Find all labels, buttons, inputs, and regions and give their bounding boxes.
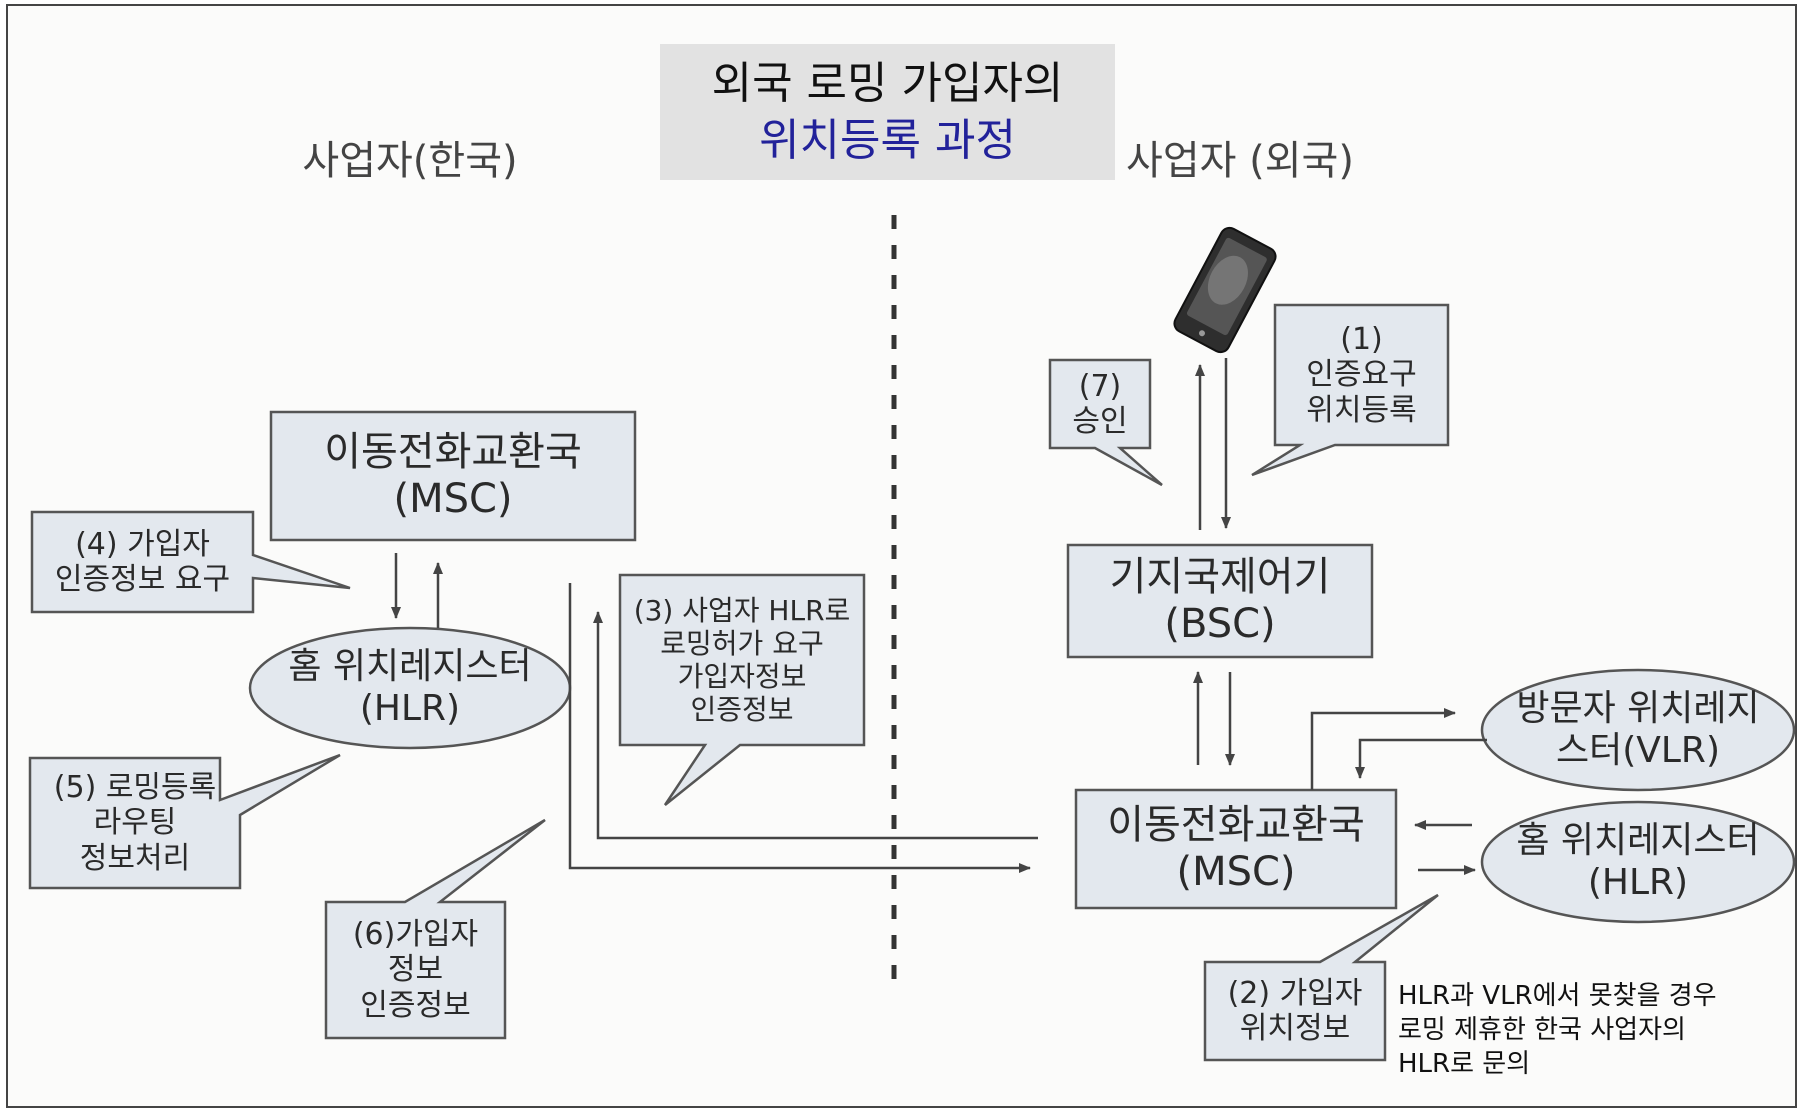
arrow-msc-foreign-to-hlr-korea <box>593 611 1038 840</box>
arrow-hlr-korea-to-msc-foreign <box>568 583 1031 873</box>
diagram-frame <box>6 4 1797 1108</box>
callout-step1-shape <box>1251 303 1450 477</box>
msc-foreign-box <box>1074 788 1398 910</box>
diagram-title: 외국 로밍 가입자의 위치등록 과정 <box>660 44 1115 180</box>
hlr-korea-label: 홈 위치레지스터 (HLR) <box>288 645 532 729</box>
callout-step2: (2) 가입자 위치정보 <box>1227 975 1363 1046</box>
region-label-korea: 사업자(한국) <box>302 138 518 184</box>
bsc-label: 기지국제어기 (BSC) <box>1109 553 1331 647</box>
arrow-vlr-to-msc <box>1355 738 1487 779</box>
callout-step3: (3) 사업자 HLR로 로밍허가 요구 가입자정보 인증정보 <box>633 593 851 727</box>
callout-step4: (4) 가입자 인증정보 요구 <box>54 526 231 597</box>
msc-korea-box <box>269 410 637 542</box>
callout-step4-shape <box>30 510 351 614</box>
mobile-phone-icon <box>1173 226 1277 354</box>
vlr-foreign-ellipse <box>1480 668 1796 792</box>
region-label-foreign: 사업자 (외국) <box>1126 138 1354 184</box>
hlr-foreign-ellipse <box>1480 800 1796 924</box>
callout-step5: (5) 로밍등록 라우팅 정보처리 <box>53 769 217 876</box>
msc-korea-label: 이동전화교환국 (MSC) <box>324 428 582 522</box>
arrow-msc-to-vlr <box>1310 708 1456 790</box>
title-line-1: 외국 로밍 가입자의 <box>711 57 1064 109</box>
title-line-2: 위치등록 과정 <box>759 115 1016 166</box>
callout-step6-shape <box>324 818 546 1040</box>
callout-step7-shape <box>1048 358 1163 487</box>
callout-step6: (6)가입자 정보 인증정보 <box>352 916 479 1023</box>
callout-step2-shape <box>1203 893 1439 1062</box>
callout-step5-shape <box>28 753 341 890</box>
hlr-foreign-label: 홈 위치레지스터 (HLR) <box>1516 819 1760 903</box>
bsc-box <box>1066 543 1374 659</box>
callout-step1: (1) 인증요구 위치등록 <box>1306 321 1417 428</box>
callout-step3-shape <box>618 573 866 806</box>
fallback-note: HLR과 VLR에서 못찾을 경우 로밍 제휴한 한국 사업자의 HLR로 문의 <box>1398 981 1717 1079</box>
vlr-foreign-label: 방문자 위치레지 스터(VLR) <box>1516 687 1760 771</box>
msc-foreign-label: 이동전화교환국 (MSC) <box>1107 801 1365 895</box>
callout-step7: (7) 승인 <box>1072 368 1128 439</box>
